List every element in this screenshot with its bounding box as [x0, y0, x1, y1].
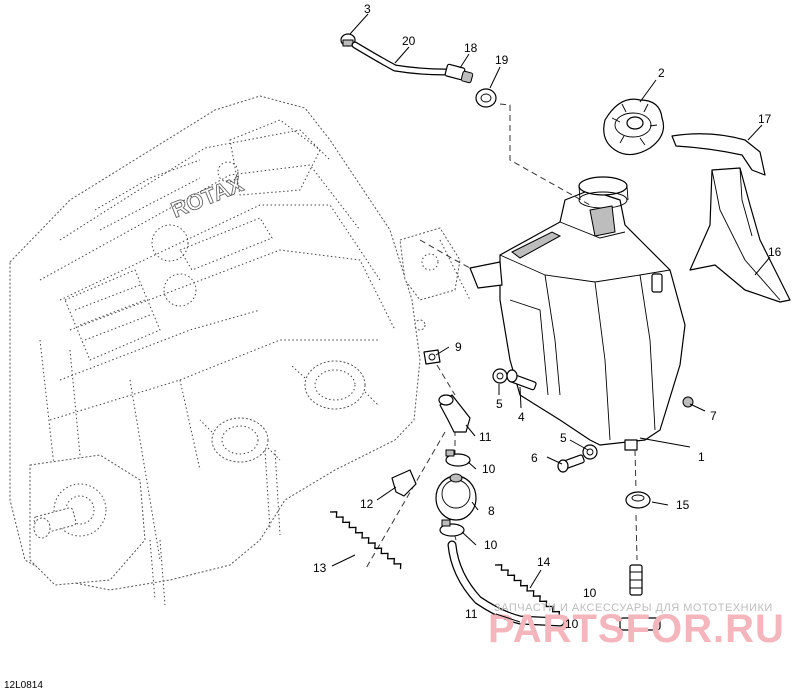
callout-5-upper: 5	[496, 397, 503, 411]
spring-13	[329, 511, 402, 570]
callout-20: 20	[402, 34, 416, 48]
shield-strip	[671, 133, 766, 176]
callout-11-lower: 11	[465, 607, 478, 621]
filler-cap	[603, 98, 665, 156]
engine-block: ROTAX	[9, 95, 471, 606]
callout-6: 6	[531, 451, 538, 465]
routing-line-13	[364, 431, 446, 571]
bolt-4	[506, 369, 537, 391]
callout-19: 19	[495, 53, 509, 67]
heat-shield	[689, 167, 791, 303]
routing-line-tank	[419, 239, 471, 269]
routing-line-breather	[499, 103, 591, 206]
grommet-15	[625, 491, 651, 509]
callout-10-c: 10	[583, 586, 597, 600]
breather-hose	[351, 41, 449, 76]
watermark-line1: ЗАПЧАСТИ И АКСЕССУАРЫ ДЛЯ МОТОТЕХНИКИ	[494, 602, 773, 614]
document-code: 12L0814	[4, 680, 43, 691]
callout-4: 4	[518, 410, 525, 424]
callout-2: 2	[658, 66, 665, 80]
callout-18: 18	[464, 41, 478, 55]
bolt-6	[557, 454, 585, 473]
callout-7: 7	[710, 409, 717, 423]
oil-filter	[435, 473, 477, 521]
leader-lines	[331, 13, 771, 623]
callout-5-lower: 5	[560, 431, 567, 445]
callout-9: 9	[455, 340, 462, 354]
breather-grommet	[475, 88, 497, 108]
throttle-bracket	[399, 227, 471, 331]
hose-clamp-10-b	[439, 519, 465, 537]
crankcase-pump	[29, 449, 281, 606]
callout-labels: 1 2 3 4 5 5 6 7 8 9 10 10 10 10 11 11 12…	[313, 2, 782, 631]
callout-1: 1	[698, 450, 705, 464]
breather-fitting	[340, 33, 356, 47]
oil-tank	[469, 176, 686, 451]
routing-line-9	[436, 364, 456, 396]
callout-17: 17	[758, 112, 772, 126]
nut-7	[682, 396, 694, 408]
cap-12	[391, 469, 417, 497]
oil-hose-lower	[447, 540, 565, 627]
lower-fitting	[619, 564, 661, 631]
callout-10-d: 10	[565, 617, 579, 631]
hose-clamp-10-a	[445, 449, 471, 467]
callout-10-b: 10	[484, 538, 498, 552]
callout-11-upper: 11	[479, 430, 492, 444]
clamp-9	[423, 349, 441, 365]
routing-line-15	[635, 514, 638, 561]
callout-3: 3	[364, 2, 371, 16]
washer-5-upper	[492, 368, 508, 384]
callout-10-a: 10	[482, 462, 496, 476]
breather-check-valve	[444, 63, 474, 84]
intake-boot-left	[199, 417, 281, 463]
watermark: ЗАПЧАСТИ И АКСЕССУАРЫ ДЛЯ МОТОТЕХНИКИ PA…	[488, 602, 785, 651]
callout-12: 12	[360, 497, 374, 511]
elbow-fitting-upper	[438, 394, 471, 433]
callout-16: 16	[768, 245, 782, 259]
callout-15: 15	[676, 498, 690, 512]
callout-14: 14	[537, 555, 551, 569]
spring-14	[494, 564, 567, 623]
washer-5-lower	[582, 444, 598, 460]
callout-13: 13	[313, 561, 327, 575]
routing-line-outlet	[634, 449, 637, 491]
callout-8: 8	[488, 504, 495, 518]
watermark-logo: PARTSFOR.RU	[488, 607, 785, 651]
intake-boot-right	[291, 360, 379, 410]
